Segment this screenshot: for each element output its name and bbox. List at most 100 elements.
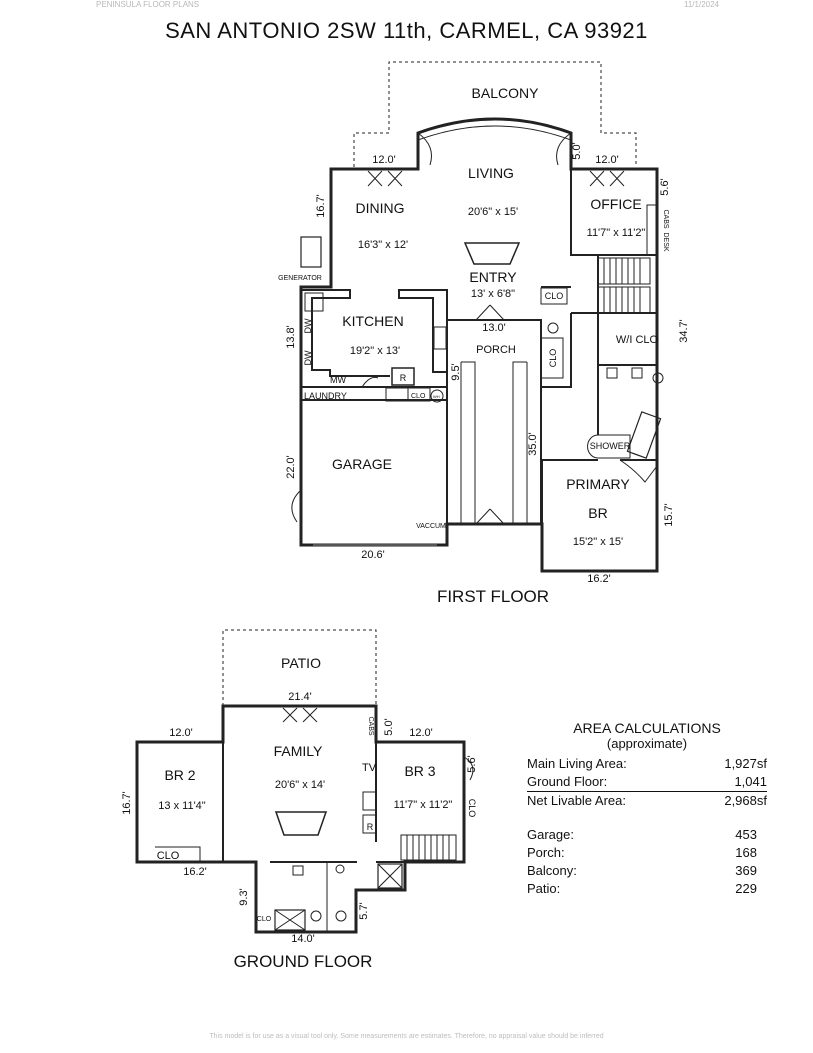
ground-fridge [362, 814, 377, 834]
first-floor-outer-wall [299, 117, 659, 573]
dim-br2-height: 16.7' [121, 791, 133, 815]
first-floor-label: FIRST FLOOR [437, 587, 549, 606]
laundry-clo [407, 387, 431, 402]
company-name: PENINSULA FLOOR PLANS [96, 0, 200, 9]
sink-1 [606, 367, 618, 379]
mw-label: MW [330, 375, 346, 385]
tv-label: TV [362, 762, 377, 774]
vaccum-label: VACCUM [416, 523, 446, 530]
area-row-value: 1,041 [734, 774, 767, 789]
office-desk [646, 204, 657, 255]
primary-dims: 15'2" x 15' [573, 536, 623, 548]
walkway [460, 361, 528, 524]
cabs-label: CABS [662, 209, 669, 228]
area-row-balcony: Balcony: 369 [527, 862, 757, 880]
patio-label: PATIO [281, 655, 321, 671]
dim-primary-height: 15.7' [663, 503, 675, 527]
dw-label-1: DW [303, 318, 313, 333]
dim-dining-height: 16.7' [315, 194, 327, 218]
bath-closet-label: CLO [257, 916, 272, 923]
plan-date: 11/1/2024 [684, 0, 719, 9]
kitchen-dims: 19'2" x 13' [350, 345, 400, 357]
area-row-garage: Garage: 453 [527, 826, 757, 844]
area-row-value: 369 [735, 863, 757, 878]
clo-label-2: CLO [548, 349, 558, 368]
family-walls [222, 742, 377, 862]
area-row-label: Main Living Area: [527, 756, 627, 771]
entry-dims: 13' x 6'8" [471, 288, 515, 300]
office-label: OFFICE [590, 196, 641, 212]
dw-label-2: DW [303, 350, 313, 365]
br2-closet [155, 846, 201, 863]
page-title: SAN ANTONIO 2SW 11th, CARMEL, CA 93921 [165, 18, 648, 43]
dim-cabs-5: 5.0' [383, 718, 395, 735]
area-row-value: 1,927sf [724, 756, 767, 771]
dim-walkway-height: 35.0' [527, 432, 539, 456]
balcony-outline [353, 61, 637, 167]
area-row-value: 2,968sf [724, 793, 767, 808]
br3-closet-label: CLO [467, 799, 477, 818]
ground-toilet-2 [335, 910, 347, 922]
ground-fridge-label: R [367, 822, 374, 832]
wh-label: WH [433, 394, 440, 399]
area-row-value: 453 [735, 827, 757, 842]
kitchen-label: KITCHEN [342, 313, 403, 329]
clo-box-2 [540, 337, 564, 379]
laundry-label: LAUNDRY [304, 391, 347, 401]
area-row-net: Net Livable Area: 2,968sf [527, 792, 767, 810]
area-row-ground: Ground Floor: 1,041 [527, 773, 767, 792]
area-calculations-title: AREA CALCULATIONS [573, 720, 721, 736]
area-row-label: Porch: [527, 845, 565, 860]
ground-door-swings [282, 707, 474, 781]
ground-fireplace [274, 811, 328, 836]
dim-bath-height: 9.3' [238, 888, 250, 905]
dim-porch-height: 9.5' [450, 363, 462, 380]
br3-dims: 11'7" x 11'2" [394, 799, 453, 811]
br2-dims: 13 x 11'4" [158, 800, 205, 812]
kitchen-counter-right [398, 289, 448, 373]
area-row-patio: Patio: 229 [527, 880, 757, 898]
ground-floor-outer-wall [135, 704, 466, 934]
generator-label: GENERATOR [278, 275, 322, 282]
clo-box [540, 287, 568, 305]
ground-floor-plan [135, 629, 474, 934]
bathtub [626, 411, 662, 459]
patio-outline [222, 629, 377, 706]
fridge-label: R [400, 373, 407, 383]
dim-right-height: 34.7' [678, 319, 690, 343]
water-heater [430, 389, 444, 403]
dim-br3-width: 12.0' [409, 727, 433, 739]
area-row-main: Main Living Area: 1,927sf [527, 755, 767, 773]
kitchen-sink [304, 292, 324, 312]
ground-tub [274, 909, 306, 931]
entry-label: ENTRY [469, 269, 517, 285]
area-row-porch: Porch: 168 [527, 844, 757, 862]
area-row-value: 229 [735, 881, 757, 896]
ground-staircase [400, 834, 457, 861]
clo-label-1: CLO [545, 291, 564, 301]
ground-cabs-label: CABS [367, 716, 374, 735]
toilet [652, 372, 664, 384]
dim-garage-height: 22.0' [285, 455, 297, 479]
dim-balcony-5: 5.0' [571, 142, 583, 159]
generator-box [300, 236, 322, 268]
area-row-label: Net Livable Area: [527, 793, 627, 808]
br3-label: BR 3 [404, 763, 435, 779]
primary-wall [541, 459, 657, 524]
br2-closet-label: CLO [157, 850, 180, 862]
dim-br3-5-6: 5.6' [466, 755, 478, 772]
dim-dining-width: 12.0' [372, 154, 396, 166]
living-dims: 20'6" x 15' [468, 206, 518, 218]
area-row-value: 168 [735, 845, 757, 860]
dim-garage-width: 20.6' [361, 549, 385, 561]
ground-floor-label: GROUND FLOOR [234, 952, 373, 971]
sink-2 [631, 367, 643, 379]
dim-office-width: 12.0' [595, 154, 619, 166]
family-dims: 20'6" x 14' [275, 779, 325, 791]
office-walls [570, 169, 657, 314]
porch-label: PORCH [476, 344, 516, 356]
desk-label: DESK [662, 232, 669, 251]
disclaimer: This model is for use as a visual tool o… [209, 1033, 604, 1040]
area-row-label: Patio: [527, 881, 561, 896]
